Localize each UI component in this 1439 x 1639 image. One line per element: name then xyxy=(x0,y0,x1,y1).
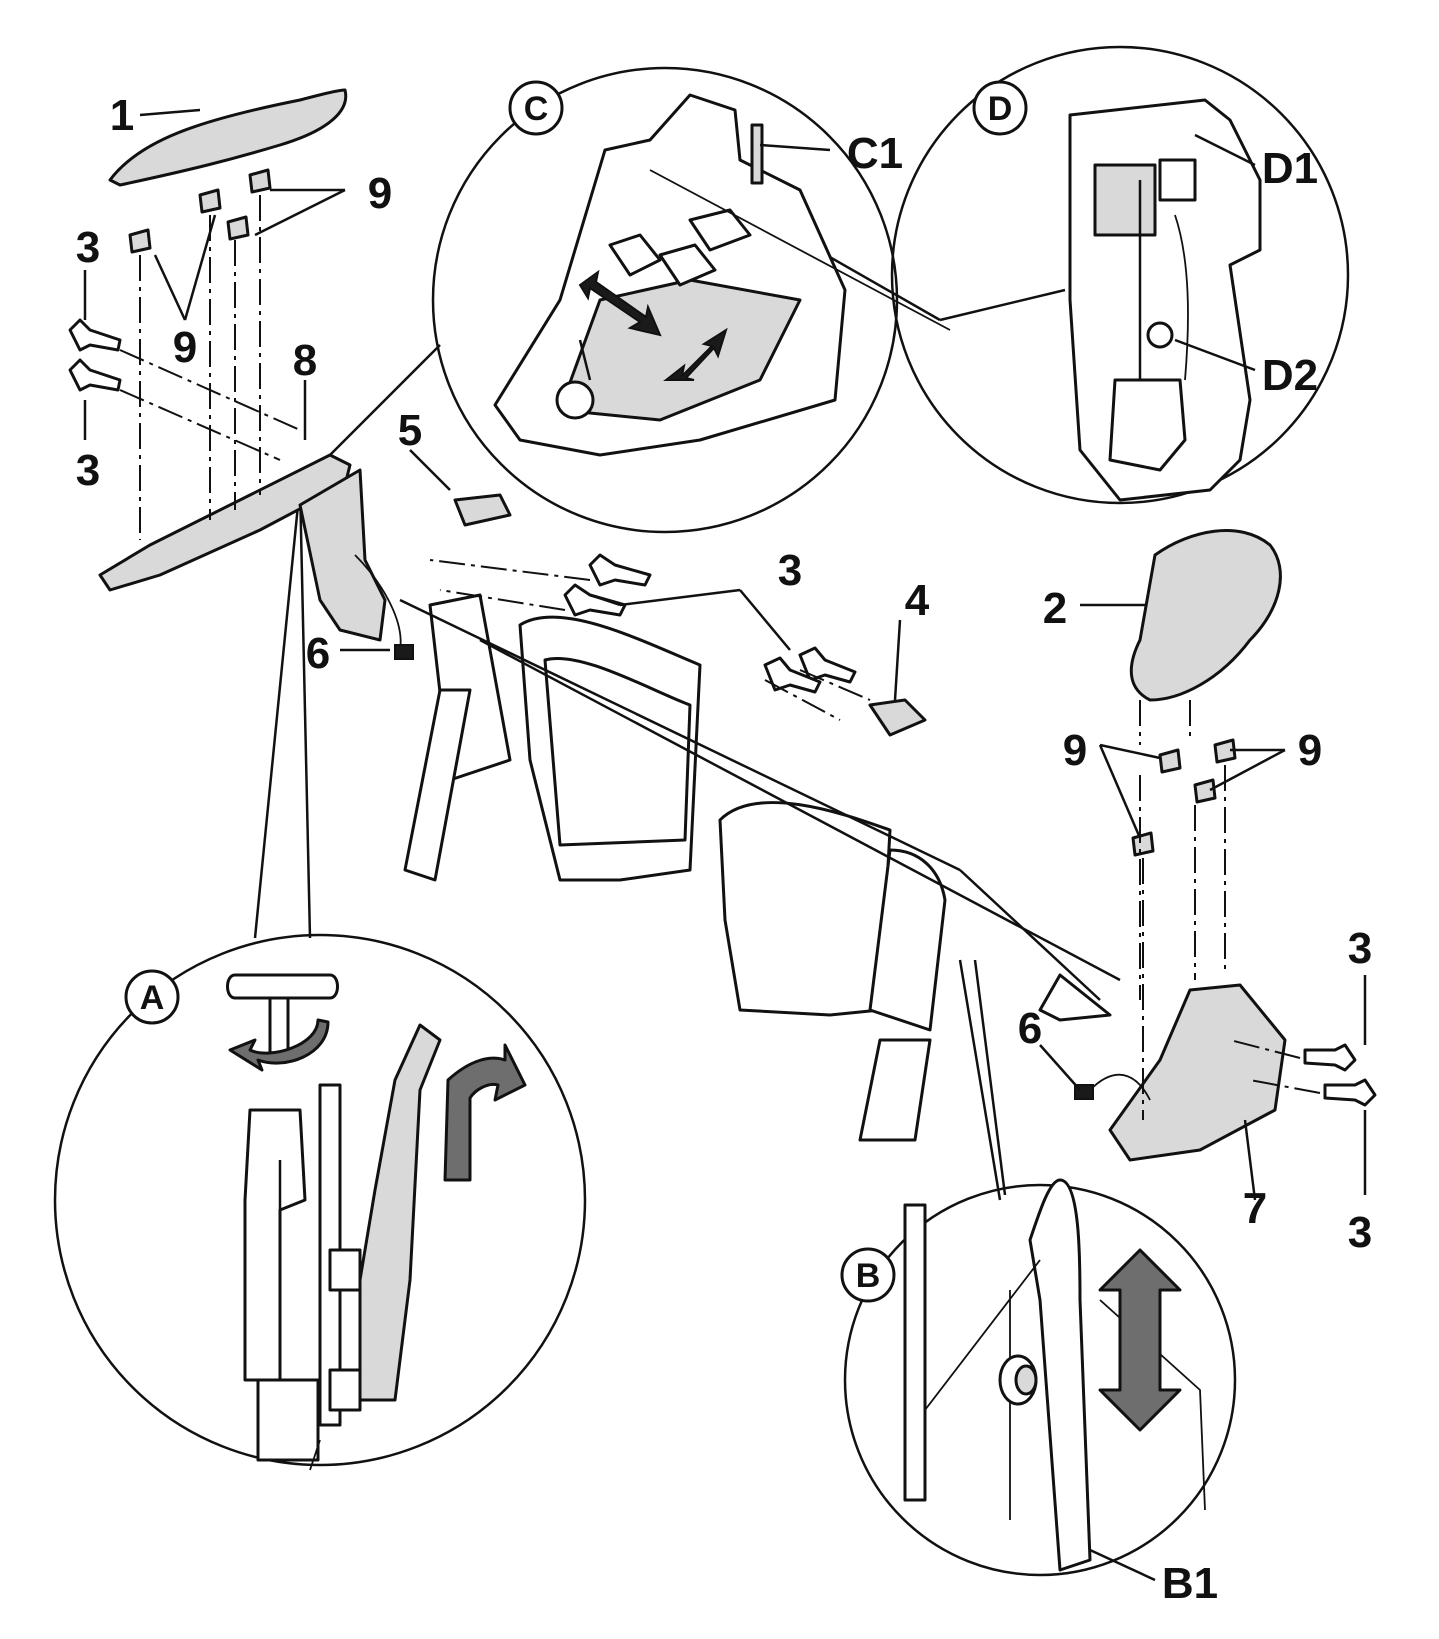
callout-3-middle: 3 xyxy=(778,546,802,595)
callout-3-right-bottom: 3 xyxy=(1348,1208,1372,1257)
callout-6-right: 6 xyxy=(1018,1004,1042,1053)
detail-b-mechanism xyxy=(903,1178,1206,1572)
detail-circle-b xyxy=(843,1183,1237,1577)
tag-d: D xyxy=(972,80,1028,136)
tag-a-text: A xyxy=(140,979,165,1017)
seat-backrest-frames xyxy=(399,593,1121,1142)
callout-7: 7 xyxy=(1243,1184,1267,1233)
detail-circle-a xyxy=(53,933,587,1467)
callout-2: 2 xyxy=(1043,584,1067,633)
callout-labels: 1 2 3 3 3 3 3 4 5 6 6 7 8 9 9 9 9 C1 D1 … xyxy=(76,91,1372,1608)
part-2-trim-cover xyxy=(1129,529,1282,702)
callout-9-top-right: 9 xyxy=(368,169,392,218)
callout-6-left: 6 xyxy=(306,629,330,678)
callout-9-right-left: 9 xyxy=(1063,726,1087,775)
part-7-right-bracket xyxy=(1108,983,1287,1162)
callout-9-right-right: 9 xyxy=(1298,726,1322,775)
callout-d2: D2 xyxy=(1262,351,1318,400)
callout-leaders xyxy=(83,108,1367,1582)
tag-c-text: C xyxy=(524,90,549,128)
callout-c1: C1 xyxy=(847,129,903,178)
callout-5: 5 xyxy=(398,406,422,455)
part-9-clips xyxy=(128,168,1237,857)
callout-3-top-left: 3 xyxy=(76,223,100,272)
part-4-latch xyxy=(868,698,927,737)
callout-d1: D1 xyxy=(1262,144,1318,193)
callout-3-bottom-left: 3 xyxy=(76,446,100,495)
callout-1: 1 xyxy=(110,91,134,140)
callout-9-top-left: 9 xyxy=(173,323,197,372)
callout-b1: B1 xyxy=(1162,1559,1218,1608)
detail-circle-c xyxy=(431,66,899,534)
part-1-trim-cover xyxy=(108,88,348,187)
callout-3-right-top: 3 xyxy=(1348,924,1372,973)
tag-b-text: B xyxy=(856,1257,881,1295)
part-6-cables xyxy=(354,554,1151,1101)
detail-circle-d xyxy=(890,45,1350,505)
callout-4: 4 xyxy=(905,576,930,625)
callout-8: 8 xyxy=(293,336,317,385)
part-3-bolts xyxy=(68,318,1377,1107)
tag-d-text: D xyxy=(988,90,1013,128)
detail-c-mechanism xyxy=(493,93,951,457)
detail-a-mechanism xyxy=(226,973,527,1471)
exploded-view-dash-lines xyxy=(119,195,1321,1120)
tag-a: A xyxy=(124,969,180,1025)
part-8-left-bracket xyxy=(98,453,387,642)
part-5-latch xyxy=(453,493,512,527)
tag-c: C xyxy=(508,80,564,136)
detail-d-mechanism xyxy=(1068,98,1262,502)
tag-b: B xyxy=(840,1247,896,1303)
